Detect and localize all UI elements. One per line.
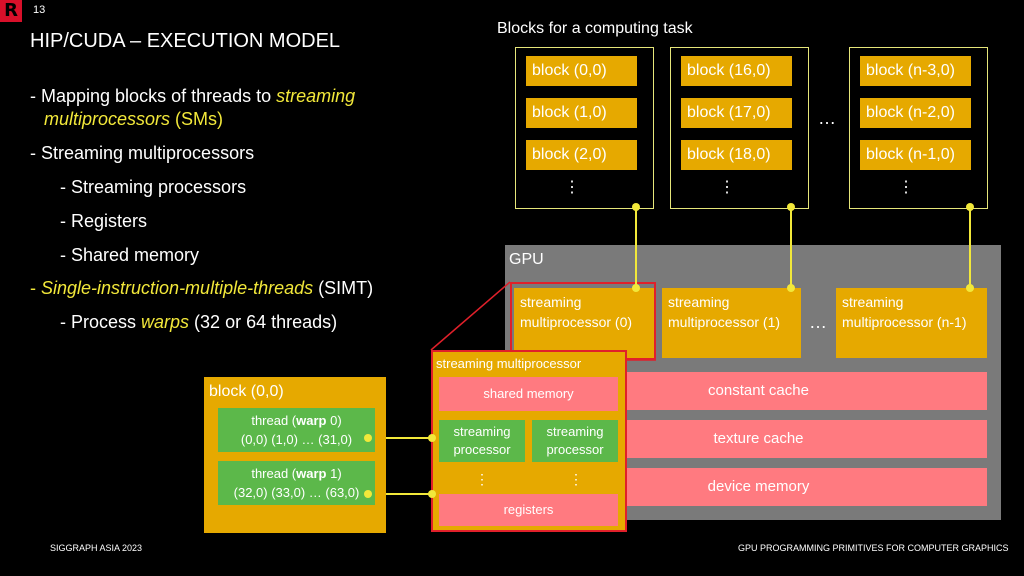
dot-warp1-start [364,490,372,498]
dot-warp1-end [428,490,436,498]
block-0-0: block (0,0) [526,56,637,86]
hdots-blocks: … [818,108,836,128]
warp-0-prefix: thread ( [251,413,297,428]
vdots-col2: ⋮ [719,179,735,196]
slide-title: HIP/CUDA – EXECUTION MODEL [30,30,341,52]
block-2-0: block (2,0) [526,140,637,170]
warp-0-line1: thread (warp 0) [218,411,375,430]
streaming-processor-1: streaming processor [439,420,525,462]
vdots-sp2: ⋮ [569,471,583,487]
footer-right: GPU PROGRAMMING PRIMITIVES FOR COMPUTER … [738,543,1009,553]
sm-1: streaming multiprocessor (1) [662,288,801,358]
block-n-3-0: block (n-3,0) [860,56,971,86]
block-16-0: block (16,0) [681,56,792,86]
dot-warp0-start [364,434,372,442]
bullet-warps: - Process warps (32 or 64 threads) [60,312,337,333]
bullet-mapping-text: - Mapping blocks of threads to [30,86,277,106]
bullet-warps-highlight: warps [141,312,190,332]
slide-number: 13 [33,4,46,16]
sm-0: streaming multiprocessor (0) [514,288,654,358]
bullet-sp: - Streaming processors [60,177,247,197]
bullet-registers: - Registers [60,211,148,231]
bullet-warps-suffix: (32 or 64 threads) [189,312,338,332]
bullet-simt: - Single-instruction-multiple-threads (S… [30,278,373,299]
block-n-1-0: block (n-1,0) [860,140,971,170]
amd-logo: R [0,0,22,22]
footer-left: SIGGRAPH ASIA 2023 [50,543,143,553]
bullet-mapping-line2: multiprocessors (SMs) [44,109,223,130]
block-detail [204,377,386,533]
dot-col3-top [966,203,974,211]
sm-n-1: streaming multiprocessor (n-1) [836,288,987,358]
constant-cache-label: constant cache [708,382,809,399]
warp-0-suffix: 0) [326,413,342,428]
warp-1-line1: thread (warp 1) [218,464,375,483]
block-1-0: block (1,0) [526,98,637,128]
vdots-col1: ⋮ [564,179,580,196]
block-detail-title: block (0,0) [209,383,284,400]
bullet-simt-dash: - [30,278,41,298]
warp-0: thread (warp 0) (0,0) (1,0) … (31,0) [218,408,375,452]
streaming-processor-2: streaming processor [532,420,618,462]
block-17-0: block (17,0) [681,98,792,128]
bullet-mapping-highlight-2: multiprocessors [44,109,171,129]
block-18-0: block (18,0) [681,140,792,170]
bullet-sm: - Streaming multiprocessors [30,143,255,163]
bullet-simt-highlight: Single-instruction-multiple-threads [41,278,314,298]
bullet-mapping-suffix: (SMs) [170,109,224,129]
bullet-simt-suffix: (SIMT) [313,278,374,298]
shared-memory: shared memory [439,377,618,411]
texture-cache-label: texture cache [713,430,804,447]
bullet-mapping: - Mapping blocks of threads to streaming [30,86,355,107]
blocks-title: Blocks for a computing task [497,20,693,37]
warp-1-line2: (32,0) (33,0) … (63,0) [233,485,360,500]
dot-col2-top [787,203,795,211]
zoom-line-top [430,281,511,351]
bullet-mapping-highlight-1: streaming [276,86,356,106]
gpu-label: GPU [509,251,544,268]
warp-0-line2: (0,0) (1,0) … (31,0) [240,432,353,447]
dot-col1-bottom [632,284,640,292]
hdots-sm: … [809,312,827,332]
dot-col2-bottom [787,284,795,292]
dot-col3-bottom [966,284,974,292]
warp-1-bold: warp [296,466,327,481]
vdots-col3: ⋮ [898,179,914,196]
bullet-shared-memory: - Shared memory [60,245,200,265]
bullet-warps-prefix: - Process [60,312,142,332]
warp-0-bold: warp [296,413,327,428]
dot-warp0-end [428,434,436,442]
device-memory-label: device memory [707,478,810,495]
registers: registers [439,494,618,526]
block-n-2-0: block (n-2,0) [860,98,971,128]
warp-1: thread (warp 1) (32,0) (33,0) … (63,0) [218,461,375,505]
sm-zoom-title: streaming multiprocessor [436,356,582,371]
warp-1-prefix: thread ( [251,466,297,481]
warp-1-suffix: 1) [326,466,342,481]
vdots-sp1: ⋮ [475,471,489,487]
dot-col1-top [632,203,640,211]
